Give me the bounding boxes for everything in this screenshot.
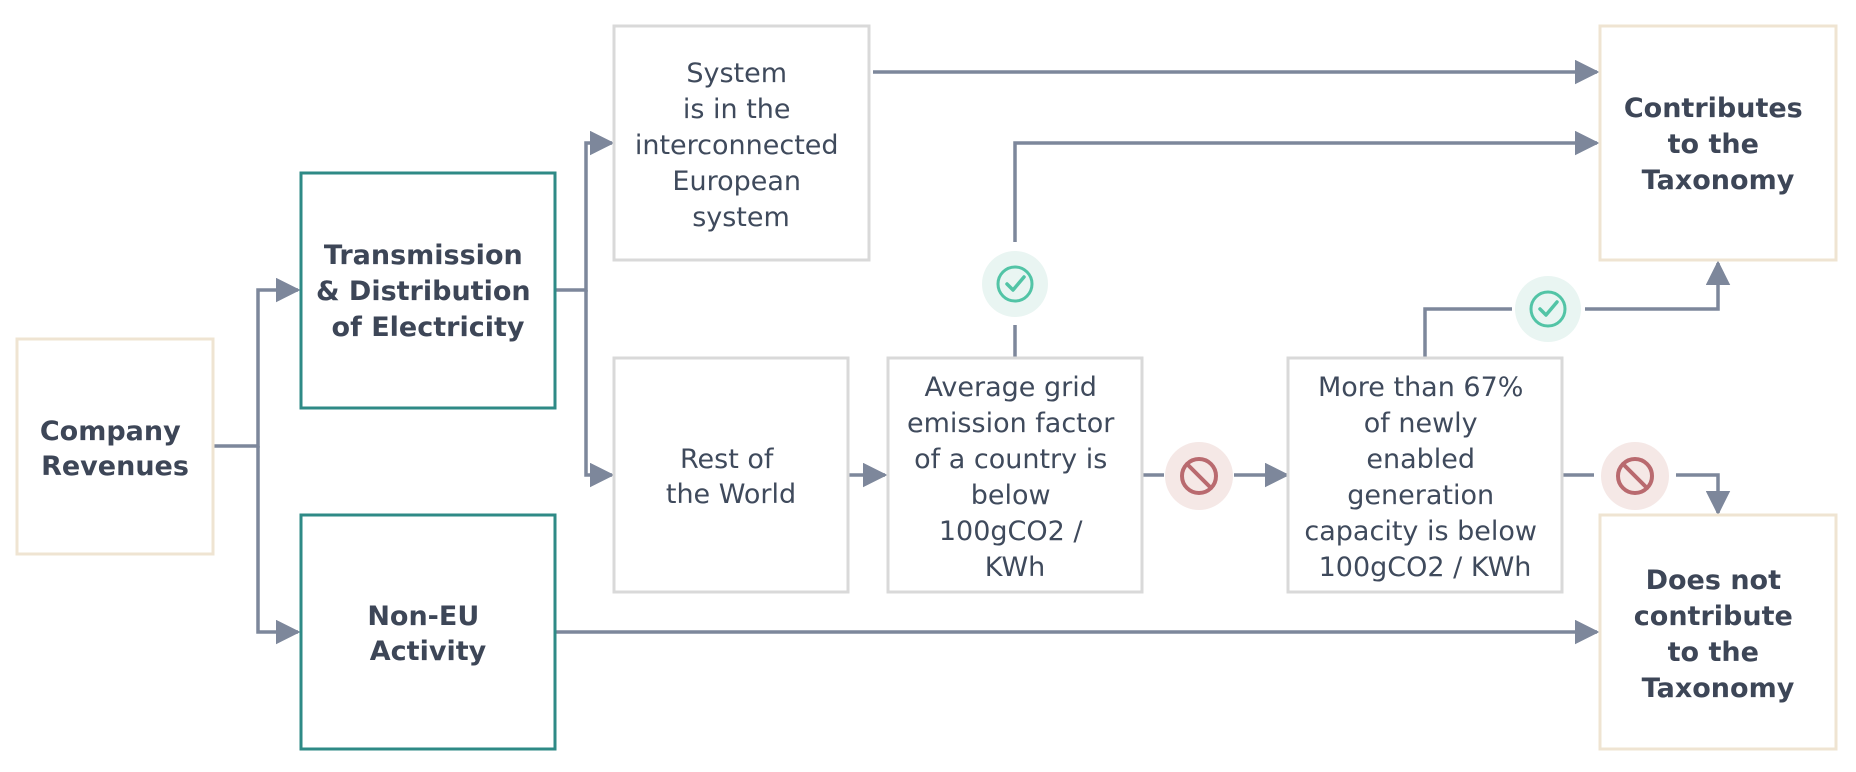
- connector-revenues-to-transmission: [214, 277, 301, 448]
- transmission-distribution-label: Transmission & Distribution of Electrici…: [316, 240, 540, 343]
- grid-emission-factor-node: Average grid emission factor of a countr…: [886, 356, 1144, 594]
- connectors: [214, 59, 1731, 645]
- connector-revenues-to-non-eu: [256, 446, 301, 645]
- generation-capacity-node: More than 67% of newly enabled generatio…: [1286, 356, 1564, 594]
- connector-transmission-to-interconnected: [556, 130, 615, 292]
- does-not-contribute-node: Does not contribute to the Taxonomy: [1598, 513, 1838, 751]
- connector-capacity-no-to-does-not-contribute: [1676, 473, 1731, 516]
- interconnected-system-label: System is in the interconnected European…: [635, 58, 847, 233]
- interconnected-system-node: System is in the interconnected European…: [612, 24, 871, 262]
- non-eu-activity-node: Non-EU Activity: [299, 513, 557, 751]
- connector-transmission-to-rest-of-world: [584, 290, 615, 488]
- prohibited-icon: [1165, 442, 1233, 510]
- connector-emission-yes-to-contributes: [1013, 130, 1600, 242]
- prohibited-icon: [1601, 442, 1669, 510]
- contributes-node: Contributes to the Taxonomy: [1598, 24, 1838, 262]
- grid-emission-factor-label: Average grid emission factor of a countr…: [907, 372, 1123, 583]
- rest-of-world-label: Rest of the World: [666, 444, 796, 510]
- contributes-label: Contributes to the Taxonomy: [1624, 93, 1812, 196]
- does-not-contribute-label: Does not contribute to the Taxonomy: [1634, 565, 1802, 704]
- transmission-distribution-node: Transmission & Distribution of Electrici…: [299, 171, 557, 410]
- check-circle-icon: [1515, 276, 1581, 342]
- non-eu-activity-label: Non-EU Activity: [367, 601, 488, 667]
- connector-capacity-yes-to-contributes: [1585, 260, 1731, 311]
- rest-of-world-node: Rest of the World: [612, 356, 850, 594]
- company-revenues-label: Company Revenues: [40, 416, 190, 482]
- connector-capacity-to-check: [1423, 307, 1512, 357]
- generation-capacity-label: More than 67% of newly enabled generatio…: [1304, 372, 1545, 583]
- check-circle-icon: [982, 251, 1048, 317]
- company-revenues-node: Company Revenues: [15, 337, 215, 556]
